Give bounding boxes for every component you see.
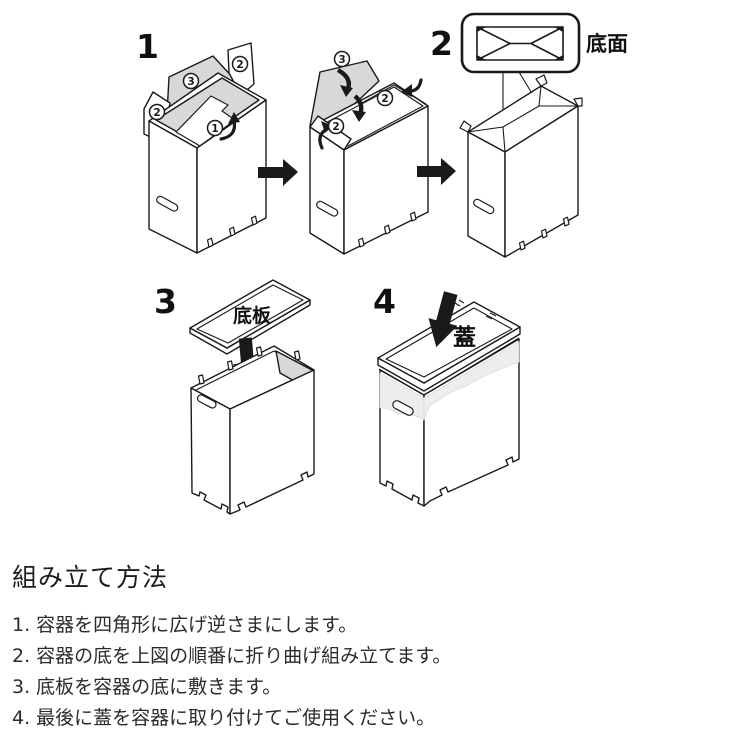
step-2-illustration: 2 底面 — [430, 12, 628, 258]
box-right-face — [229, 369, 315, 515]
bottom-board: 底板 — [189, 279, 311, 355]
board-rim-line — [196, 284, 304, 344]
fold-arrow-middle-head — [352, 110, 366, 122]
step-2-number: 2 — [430, 24, 453, 63]
box-left-face — [309, 126, 345, 255]
fold-arrow-left-head — [321, 121, 333, 133]
box-right-face — [196, 99, 267, 254]
bottom-pattern-outline — [476, 26, 564, 61]
instructions-list: 1. 容器を四角形に広げ逆さまにします。 2. 容器の底を上図の順番に折り曲げ組… — [12, 610, 712, 734]
arrow-right-icon — [258, 159, 298, 186]
rim-notch-tabs — [197, 346, 301, 385]
box-right-face — [423, 338, 520, 507]
lid-label: 蓋 — [453, 325, 476, 351]
fold-arrow-1 — [219, 119, 237, 141]
assembly-diagram: 1 2 3 2 1 — [136, 12, 628, 515]
step-4-illustration: 4 蓋 — [373, 282, 521, 507]
instruction-step-2: 2. 容器の底を上図の順番に折り曲げ組み立てます。 — [12, 645, 452, 667]
handle-slot — [473, 198, 495, 215]
flap-number-3: 3 — [187, 76, 194, 88]
fold-arrow-right-head — [401, 84, 412, 97]
bottom-board-label: 底板 — [233, 304, 272, 327]
box-bottom-folded — [459, 74, 583, 258]
flap-number-2: 2 — [236, 59, 243, 71]
step-1-illustration: 1 2 3 2 1 — [136, 27, 456, 255]
box-flaps-folding: 3 2 2 — [309, 50, 429, 255]
liner-band-left — [379, 372, 425, 421]
flap-number-3: 3 — [338, 54, 345, 66]
lid-notches — [454, 299, 497, 320]
bottom-edge-tabs — [357, 211, 417, 248]
box-right-face — [504, 105, 579, 258]
box-left-face — [467, 131, 506, 258]
box-right-face — [343, 105, 429, 255]
fold-arrow-3-head — [340, 85, 353, 97]
arrow-down-icon — [428, 291, 458, 348]
instructions-heading: 組み立て方法 — [12, 563, 169, 592]
bottom-face-callout — [460, 12, 581, 126]
instruction-step-4: 4. 最後に蓋を容器に取り付けてご使用ください。 — [12, 707, 436, 729]
lid-rim-line — [378, 337, 520, 396]
board-top — [189, 279, 311, 349]
fold-arrow-1-head — [228, 112, 240, 124]
instruction-step-3: 3. 底板を容器の底に敷きます。 — [12, 676, 282, 698]
handle-slot — [196, 394, 217, 409]
step-1-number: 1 — [136, 27, 159, 66]
bottom-face-label: 底面 — [586, 32, 628, 56]
step-3-illustration: 3 底板 — [154, 279, 315, 515]
instruction-step-1: 1. 容器を四角形に広げ逆さまにします。 — [12, 614, 358, 636]
corner-tab — [459, 120, 472, 133]
handle-slot — [392, 400, 414, 416]
arrow-right-icon — [417, 158, 456, 185]
step-3-number: 3 — [154, 282, 177, 321]
flap-number-1: 1 — [211, 123, 218, 135]
fold-crease-lines — [467, 85, 578, 153]
flap-number-2: 2 — [153, 107, 160, 119]
box-flaps-open: 2 3 2 1 — [143, 42, 267, 254]
flap-number-2: 2 — [381, 93, 388, 105]
folded-flap-crease — [361, 84, 427, 105]
corner-tab — [573, 97, 583, 107]
corner-tab — [535, 74, 548, 87]
handle-slot — [316, 200, 339, 217]
bottom-edge-tabs — [518, 216, 570, 251]
assembly-instructions-text: 組み立て方法 1. 容器を四角形に広げ逆さまにします。 2. 容器の底を上図の順… — [12, 558, 712, 734]
flap-number-2: 2 — [332, 121, 339, 133]
open-box — [190, 345, 315, 515]
bottom-edge-tabs — [206, 215, 258, 248]
step-4-number: 4 — [373, 282, 396, 321]
bottom-pattern-folds — [476, 26, 564, 61]
liner-band-right — [423, 341, 520, 421]
handle-slot — [156, 195, 179, 212]
closed-box-with-lid — [377, 299, 521, 507]
